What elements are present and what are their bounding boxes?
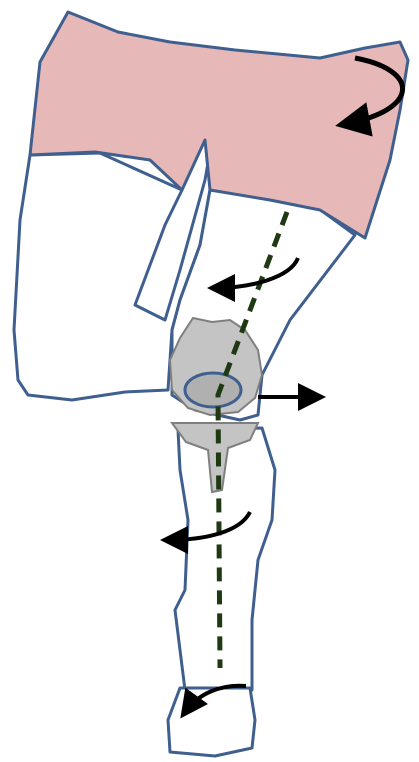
hip-implant-socket (185, 373, 241, 407)
foot-segment (168, 688, 255, 756)
